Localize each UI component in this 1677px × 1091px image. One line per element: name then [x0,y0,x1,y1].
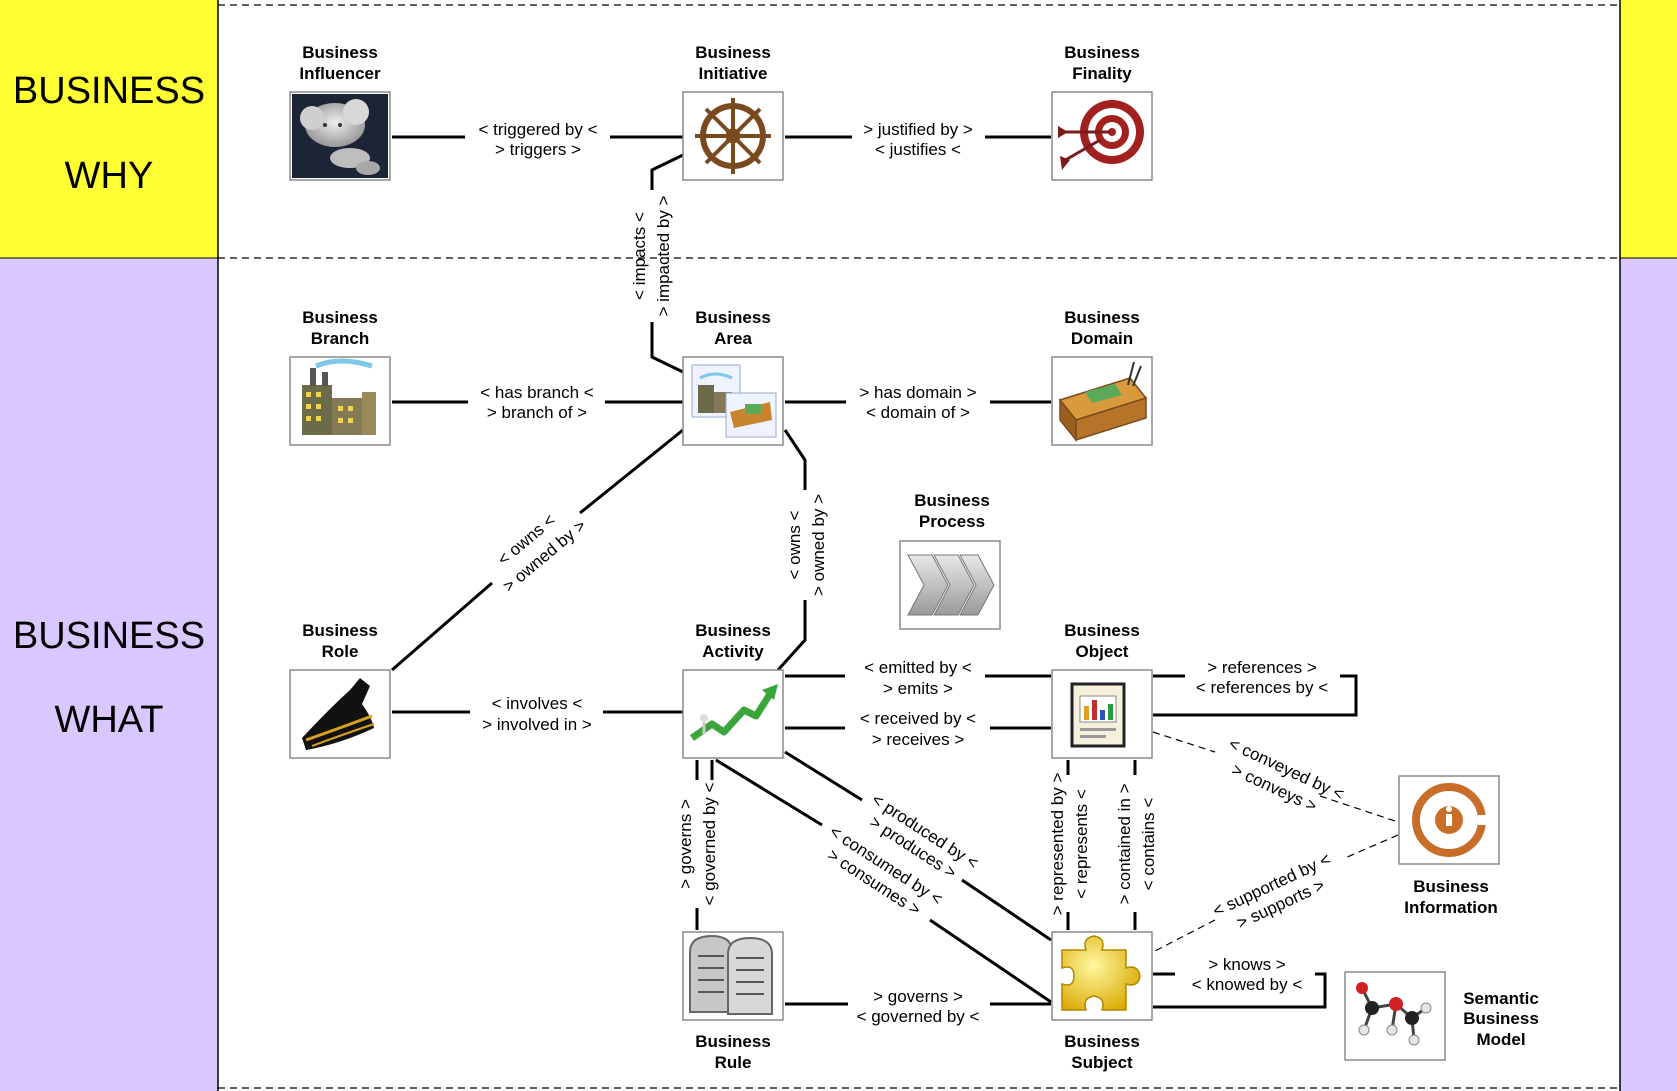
node-semantic-business-model[interactable]: Semantic Business Model [1344,971,1539,1061]
link-emitted-a: < emitted by < [864,658,972,677]
band-why-title-line2: WHY [64,155,154,197]
band-why [0,0,1677,258]
target-darts-icon [1058,100,1144,170]
node-domain-title-1: Business [1064,308,1140,327]
link-triggered-b: > triggers > [495,140,581,159]
node-rule-title-1: Business [695,1032,771,1051]
link-owns-activity-a: < owns < [785,510,804,579]
link-involves-a: < involves < [492,694,583,713]
factory-icon [302,358,376,435]
node-subject-title-1: Business [1064,1032,1140,1051]
node-area-title-1: Business [695,308,771,327]
band-why-title-line1: BUSINESS [12,70,206,112]
node-business-finality[interactable]: Business Finality [1051,43,1153,181]
link-contained-a: > contained in > [1115,783,1134,904]
node-business-role[interactable]: Business Role [289,621,391,759]
link-contained-b: < contains < [1139,798,1158,891]
link-governs-subject-a: > governs > [873,987,963,1006]
link-received-b: > receives > [872,730,965,749]
node-semantic-title-1: Semantic [1463,989,1539,1008]
node-object-title-2: Object [1076,642,1129,661]
node-semantic-title-2: Business [1463,1009,1539,1028]
node-business-subject[interactable]: Business Subject [1051,931,1153,1072]
node-information-title-1: Business [1413,877,1489,896]
link-emitted-b: > emits > [883,679,953,698]
link-impacts-a: < impacts < [630,212,649,300]
node-initiative-title-2: Initiative [699,64,768,83]
node-process-title-2: Process [919,512,985,531]
node-area-title-2: Area [714,329,752,348]
node-domain-title-2: Domain [1071,329,1133,348]
node-process-title-1: Business [914,491,990,510]
link-triggered-a: < triggered by < [478,120,597,139]
chevrons-icon [907,554,995,616]
connectors [391,135,1399,1009]
link-branch-a: < has branch < [480,383,593,402]
link-domain-a: > has domain > [859,383,976,402]
band-what-title-line1: BUSINESS [12,615,206,657]
node-finality-title-1: Business [1064,43,1140,62]
link-received-a: < received by < [860,709,976,728]
blowing-cloud-icon [292,94,388,178]
link-knows-a: > knows > [1208,955,1286,974]
node-semantic-title-3: Model [1476,1030,1525,1049]
node-role-title-2: Role [322,642,359,661]
node-business-information[interactable]: Business Information [1398,775,1500,917]
link-governs-activity-b: < governed by < [700,782,719,905]
stone-tablets-icon [689,934,773,1015]
node-activity-title-1: Business [695,621,771,640]
puzzle-piece-icon [1061,935,1141,1011]
node-initiative-title-1: Business [695,43,771,62]
node-business-rule[interactable]: Business Rule [682,931,784,1072]
node-business-process[interactable]: Business Process [899,491,1001,630]
desk-icon [1058,361,1148,443]
info-at-icon [1412,783,1492,857]
link-represented-b: < represents < [1072,789,1091,899]
link-governs-subject-b: < governed by < [857,1007,980,1026]
node-business-domain[interactable]: Business Domain [1051,308,1153,446]
link-branch-b: > branch of > [487,403,587,422]
node-finality-title-2: Finality [1072,64,1132,83]
node-object-title-1: Business [1064,621,1140,640]
document-chart-icon [1070,682,1126,748]
link-impacts-b: > impacted by > [654,195,673,316]
node-business-area[interactable]: Business Area [682,308,784,446]
node-business-object[interactable]: Business Object [1051,621,1153,759]
link-references-b: < references by < [1196,678,1328,697]
molecule-icon [1356,982,1432,1046]
growth-arrow-icon [689,684,778,741]
band-what [0,258,1677,1091]
factory-desk-icon [691,364,777,438]
link-justified-b: < justifies < [875,140,961,159]
node-rule-title-2: Rule [715,1053,752,1072]
band-what-title-line2: WHAT [54,699,164,741]
node-branch-title-2: Branch [311,329,370,348]
link-references-a: > references > [1207,658,1317,677]
link-involves-b: > involved in > [482,715,592,734]
node-information-title-2: Information [1404,898,1498,917]
link-owns-activity-b: > owned by > [809,494,828,596]
node-activity-title-2: Activity [702,642,764,661]
link-justified-a: > justified by > [863,120,973,139]
link-domain-b: < domain of > [866,403,970,422]
node-branch-title-1: Business [302,308,378,327]
node-role-title-1: Business [302,621,378,640]
node-business-initiative[interactable]: Business Initiative [682,43,784,181]
node-subject-title-2: Subject [1071,1053,1133,1072]
link-represented-a: > represented by > [1048,773,1067,916]
ship-wheel-icon [695,98,771,174]
node-influencer-title-1: Business [302,43,378,62]
node-influencer-title-2: Influencer [299,64,381,83]
link-governs-activity-a: > governs > [676,799,695,889]
link-knows-b: < knowed by < [1192,975,1303,994]
node-business-activity[interactable]: Business Activity [682,621,784,759]
node-business-influencer[interactable]: Business Influencer [289,43,391,181]
node-business-branch[interactable]: Business Branch [289,308,391,446]
hat-icon [302,678,375,750]
